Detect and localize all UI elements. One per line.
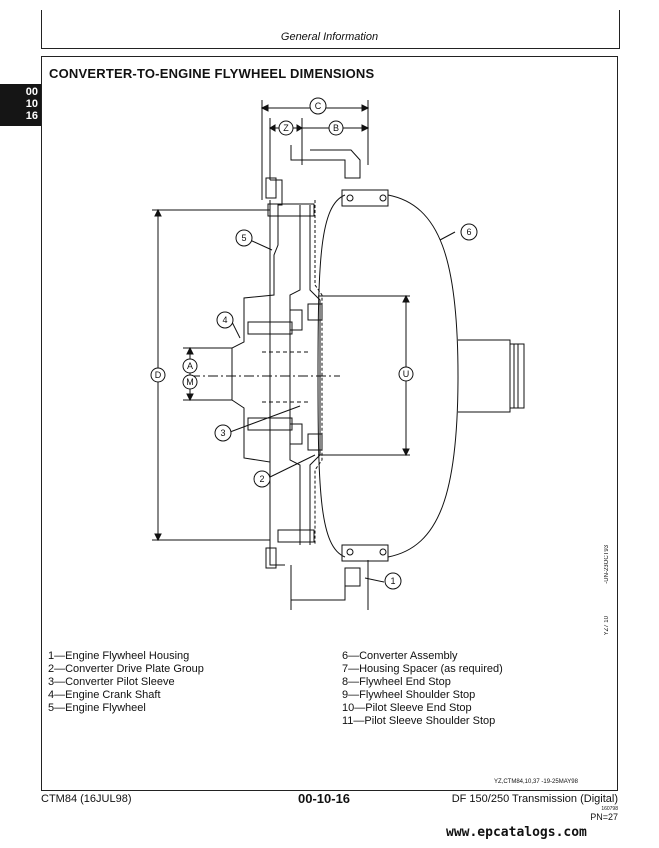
page-title: CONVERTER-TO-ENGINE FLYWHEEL DIMENSIONS xyxy=(49,66,375,81)
callout-3-marker xyxy=(214,424,232,442)
manual-title: DF 150/250 Transmission (Digital) xyxy=(451,793,618,805)
side-code: YZ7 10 xyxy=(604,616,610,636)
dimension-c-label: C xyxy=(315,101,322,111)
legend-item: 9—Flywheel Shoulder Stop xyxy=(342,689,476,701)
dimension-c-marker xyxy=(309,97,327,115)
figure-code: YZ,CTM84,10,37 -19-25MAY98 xyxy=(494,779,578,785)
side-code: -UN-23OCT93 xyxy=(604,545,610,584)
dimension-m-label: M xyxy=(186,377,194,387)
watermark: www.epcatalogs.com xyxy=(446,825,587,840)
dimension-u-label: U xyxy=(403,369,410,379)
section-tab-line: 16 xyxy=(25,110,38,122)
callout-5-marker xyxy=(235,229,253,247)
legend-item: 5—Engine Flywheel xyxy=(48,702,146,714)
legend-item: 7—Housing Spacer (as required) xyxy=(342,663,503,675)
legend-item: 6—Converter Assembly xyxy=(342,650,458,662)
legend-left: 1—Engine Flywheel Housing 2—Converter Dr… xyxy=(48,650,204,715)
legend-item: 3—Converter Pilot Sleeve xyxy=(48,676,175,688)
legend-item: 4—Engine Crank Shaft xyxy=(48,689,161,701)
dimension-a-marker xyxy=(182,358,198,374)
dimension-d-label: D xyxy=(155,370,162,380)
legend-item: 11—Pilot Sleeve Shoulder Stop xyxy=(342,715,496,727)
page-number: 00-10-16 xyxy=(298,791,351,806)
callout-6-label: 6 xyxy=(466,227,471,237)
section-title: General Information xyxy=(280,31,379,43)
callout-4-label: 4 xyxy=(222,315,227,325)
callout-1-marker xyxy=(384,572,402,590)
dimension-b-marker xyxy=(328,120,344,136)
callout-3-label: 3 xyxy=(220,428,225,438)
callout-4-marker xyxy=(216,311,234,329)
legend-item: 10—Pilot Sleeve End Stop xyxy=(342,702,472,714)
legend-item: 8—Flywheel End Stop xyxy=(342,676,451,688)
legend-item: 2—Converter Drive Plate Group xyxy=(48,663,204,675)
page-pn: PN=27 xyxy=(590,812,618,822)
dimension-u-marker xyxy=(398,366,414,382)
legend-item: 1—Engine Flywheel Housing xyxy=(48,650,190,662)
header-rule xyxy=(41,10,620,49)
footer-date: 160798 xyxy=(601,806,618,812)
dimension-z-label: Z xyxy=(283,123,289,133)
section-tab: 00 10 16 xyxy=(0,84,42,126)
dimension-m-marker xyxy=(182,374,198,390)
callout-5-label: 5 xyxy=(241,233,246,243)
dimension-d-marker xyxy=(150,367,166,383)
callout-1-label: 1 xyxy=(390,576,395,586)
content-frame xyxy=(41,56,618,791)
dimension-b-label: B xyxy=(333,123,339,133)
callout-2-label: 2 xyxy=(259,474,264,484)
callout-2-marker xyxy=(253,470,271,488)
dimension-a-label: A xyxy=(187,361,193,371)
legend-right: 6—Converter Assembly 7—Housing Spacer (a… xyxy=(342,650,503,728)
callout-6-marker xyxy=(460,223,478,241)
dimension-z-marker xyxy=(278,120,294,136)
section-tab-line: 10 xyxy=(25,98,38,110)
section-tab-line: 00 xyxy=(25,86,38,98)
manual-id: CTM84 (16JUL98) xyxy=(41,793,132,805)
